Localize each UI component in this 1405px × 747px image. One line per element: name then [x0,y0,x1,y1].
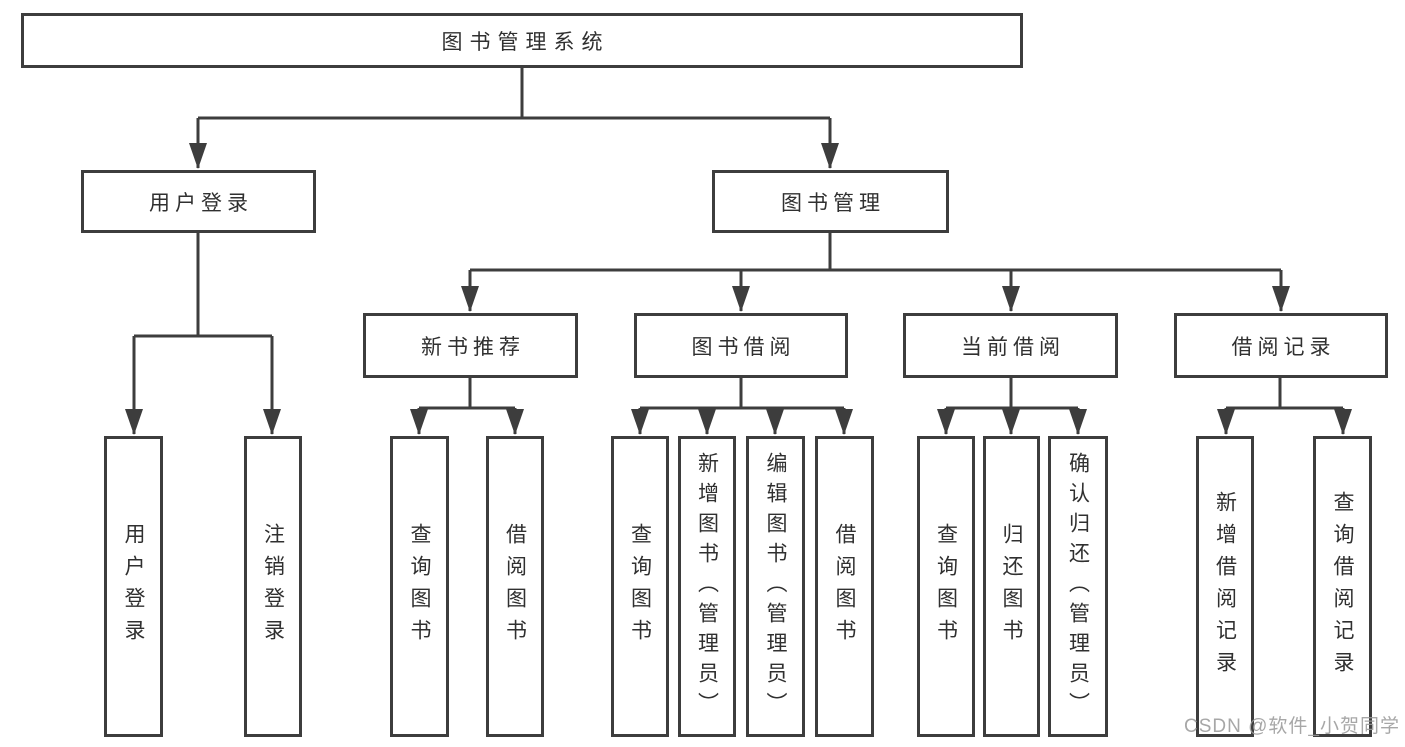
node-book-management-group: 图书管理 [712,170,949,233]
leaf-borrow-books: 借阅图书 [815,436,874,737]
node-library-management-system: 图书管理系统 [21,13,1023,68]
arrowhead-icons [125,143,1352,435]
node-label: 查询图书 [934,522,958,651]
node-label: 用户登录 [149,191,253,215]
node-label: 图书管理系统 [441,30,610,54]
leaf-add-borrow-record: 新增借阅记录 [1196,436,1254,737]
leaf-query-books-recommend: 查询图书 [390,436,449,737]
node-label: 借阅图书 [833,522,856,651]
leaf-query-borrow-record: 查询借阅记录 [1313,436,1372,737]
node-label: 查询借阅记录 [1331,490,1354,683]
node-label: 编辑图书（管理员） [764,451,787,722]
leaf-user-login: 用户登录 [104,436,163,737]
leaf-return-books: 归还图书 [983,436,1040,737]
node-label: 借阅图书 [503,522,527,651]
node-label: 归还图书 [1000,522,1023,651]
node-label: 新增借阅记录 [1213,490,1237,683]
node-label: 注销登录 [261,522,285,651]
leaf-query-books-borrow: 查询图书 [611,436,669,737]
leaf-edit-books-admin: 编辑图书（管理员） [746,436,805,737]
leaf-add-books-admin: 新增图书（管理员） [678,436,736,737]
node-user-login-group: 用户登录 [81,170,316,233]
node-label: 查询图书 [408,522,431,651]
node-label: 新书推荐 [421,335,525,359]
node-label: 图书借阅 [691,335,796,359]
node-label: 查询图书 [628,522,652,651]
node-borrowing-records: 借阅记录 [1174,313,1388,378]
node-label: 用户登录 [122,522,145,651]
leaf-query-books-current: 查询图书 [917,436,975,737]
node-label: 新增图书（管理员） [695,451,719,722]
node-book-borrowing: 图书借阅 [634,313,848,378]
leaf-confirm-return-admin: 确认归还（管理员） [1048,436,1108,737]
node-new-book-recommendation: 新书推荐 [363,313,578,378]
node-current-borrowing: 当前借阅 [903,313,1118,378]
leaf-borrow-books-recommend: 借阅图书 [486,436,544,737]
node-label: 确认归还（管理员） [1066,451,1090,722]
node-label: 图书管理 [781,191,885,215]
node-label: 当前借阅 [961,335,1065,359]
node-label: 借阅记录 [1231,335,1336,359]
leaf-logout: 注销登录 [244,436,302,737]
